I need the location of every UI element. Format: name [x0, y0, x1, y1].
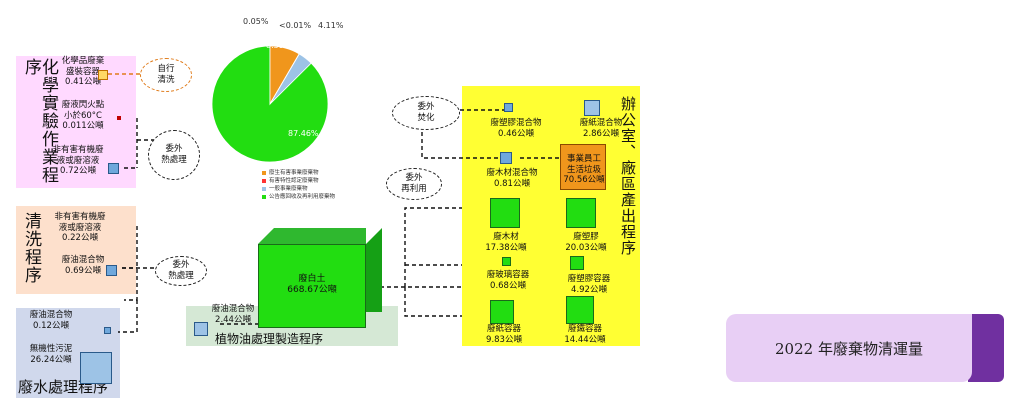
outsource-reuse-cloud: 委外 再利用 — [386, 168, 442, 200]
chem-container-icon — [98, 70, 108, 80]
cube-oilmix-water — [104, 326, 112, 334]
outsource-incineration-cloud: 委外 焚化 — [392, 96, 460, 130]
cube-plastic — [566, 194, 600, 228]
plastic-label: 廢塑膠 20.03公噸 — [565, 232, 607, 253]
oilmix-clean-label: 廢油混合物 0.69公噸 — [61, 255, 105, 276]
cube-wood-mix — [500, 150, 514, 164]
cube-paper-container — [490, 298, 516, 324]
clean-process-panel — [16, 206, 136, 294]
paper-container-label: 廢紙容器 9.83公噸 — [486, 324, 522, 345]
pie-label-gray: <0.01% — [279, 21, 312, 30]
cube-sludge — [80, 344, 120, 384]
cube-glass — [502, 256, 512, 266]
paper-mix-label: 廢紙混合物 2.86公噸 — [579, 118, 623, 139]
pie-slice-4 — [269, 53, 312, 105]
caption-title: 2022 年廢棄物清運量 — [775, 340, 923, 358]
legend-item: 有害特性認定廢棄物 — [262, 178, 372, 184]
pie-label-red: 0.05% — [243, 17, 269, 26]
clean-process-title: 清洗程序 — [21, 212, 41, 284]
caption-card: 2022 年廢棄物清運量 — [726, 314, 1004, 382]
chem-container-label: 化學品廢棄 盛裝容器 0.41公噸 — [61, 56, 105, 88]
cube-iron-container — [566, 294, 596, 324]
pie-label-orange: 8.39% — [266, 41, 292, 50]
glass-label: 廢玻璃容器 0.68公噸 — [486, 270, 530, 291]
cube-oilmix-clean — [106, 262, 120, 276]
office-process-title: 辦公室、廠區產出程序 — [619, 96, 637, 256]
oilmix-water-label: 廢油混合物 0.12公噸 — [29, 310, 73, 331]
wood-mix-label: 廢木材混合物 0.81公噸 — [486, 168, 538, 189]
oil-process-title: 植物油處理製造程序 — [215, 332, 324, 346]
pie-legend: 廢生有害事業廢棄物 有害特性認定廢棄物 一般事業廢棄物 公告應回收及再利用廢棄物 — [262, 170, 372, 200]
heat-treatment-cloud-1: 委外 熱處理 — [148, 130, 200, 180]
cube-domestic — [560, 140, 610, 190]
clay-label: 廢白土 668.67公噸 — [287, 274, 337, 296]
nonhalo-chem-label: 非有害有機廢 液或廢溶液 0.72公噸 — [52, 145, 104, 177]
plastic-mix-label: 廢塑膠混合物 0.46公噸 — [490, 118, 542, 139]
cube-paper-mix — [584, 98, 602, 116]
domestic-label: 事業員工 生活垃圾 70.56公噸 — [563, 154, 605, 186]
sludge-label: 無機性污泥 26.24公噸 — [29, 344, 73, 365]
flash-waste-label: 廢液閃火點 小於60°C 0.011公噸 — [61, 100, 105, 132]
plastic-container-label: 廢塑膠容器 4.92公噸 — [567, 274, 611, 295]
pie-label-green: 87.46% — [288, 129, 319, 138]
cube-wood — [490, 194, 524, 228]
legend-item: 公告應回收及再利用廢棄物 — [262, 194, 342, 200]
caption-box — [726, 314, 972, 382]
wood-label: 廢木材 17.38公噸 — [485, 232, 527, 253]
legend-item: 廢生有害事業廢棄物 — [262, 170, 372, 176]
nonhalo-clean-label: 非有害有機廢 液或廢溶液 0.22公噸 — [54, 212, 106, 244]
pie-label-blue: 4.11% — [318, 21, 344, 30]
heat-treatment-cloud-2: 委外 熱處理 — [155, 256, 207, 286]
cube-oilmix-plant — [194, 318, 212, 336]
legend-item: 一般事業廢棄物 — [262, 186, 372, 192]
caption-accent-bar — [968, 314, 1004, 382]
oilmix-plant-label: 廢油混合物 2.44公噸 — [211, 304, 255, 325]
cube-plastic-container — [570, 254, 586, 270]
chem-process-title: 化學實驗作業程序 — [21, 58, 58, 184]
iron-container-label: 廢鐵容器 14.44公噸 — [564, 324, 606, 345]
cube-nonhalo-chem — [108, 160, 122, 174]
self-clean-cloud: 自行 清洗 — [140, 58, 192, 92]
pie-chart — [211, 45, 329, 163]
cube-clay — [258, 228, 382, 328]
cube-plastic-mix — [504, 102, 514, 112]
